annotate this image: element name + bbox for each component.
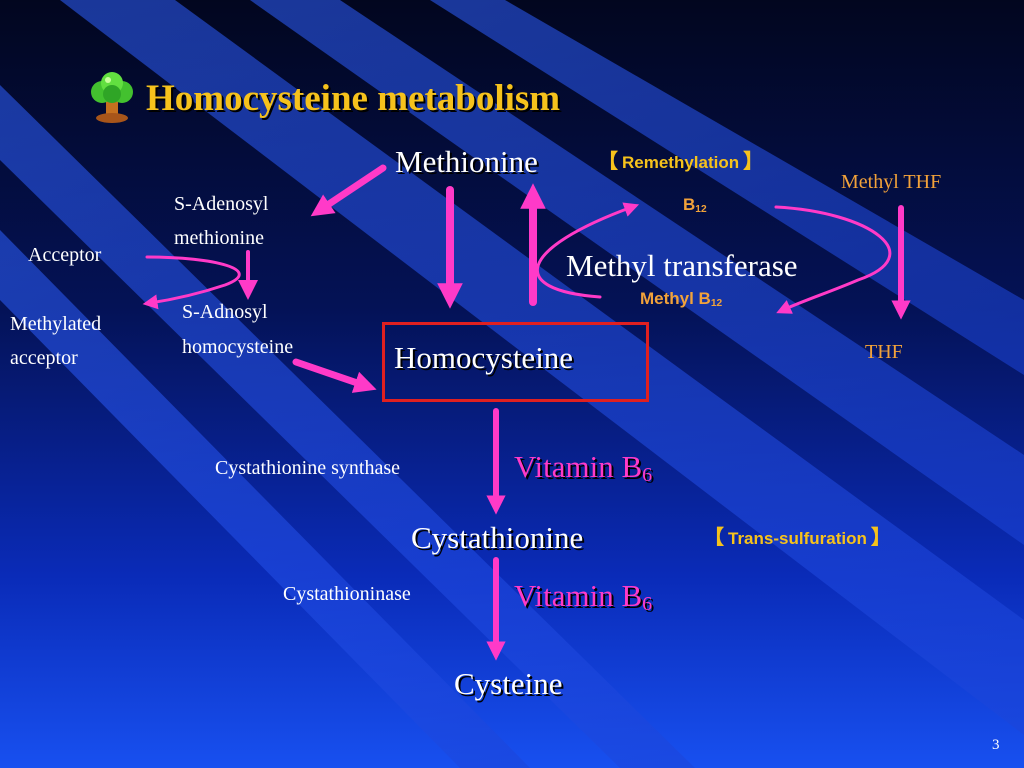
- sah-label-1: S-Adnosyl: [182, 301, 268, 323]
- vitamin-b6-label-2: Vitamin B6: [514, 578, 653, 616]
- homocysteine-box: [382, 322, 649, 402]
- arrow-sah-to-homocysteine: [292, 358, 377, 393]
- remethylation-label: 【 Remethylation 】: [598, 151, 764, 173]
- trans-sulfuration-label: 【 Trans-sulfuration 】: [704, 527, 891, 549]
- node-cysteine: Cysteine: [454, 666, 563, 701]
- node-methionine: Methionine: [395, 144, 538, 179]
- arrow-acceptor-curve: [142, 255, 241, 310]
- methyl-b12-label: Methyl B12: [640, 289, 723, 310]
- cystathionine-synthase-label: Cystathionine synthase: [215, 457, 400, 479]
- sah-label-2: homocysteine: [182, 336, 294, 358]
- cystathioninase-label: Cystathioninase: [283, 583, 411, 605]
- arrow-methionine-to-sam: [310, 164, 387, 217]
- arrow-b12-curve: [536, 202, 640, 299]
- arrow-mthf-curve: [774, 205, 892, 314]
- tree-icon: [88, 72, 138, 128]
- acceptor-label: Acceptor: [28, 244, 102, 266]
- vitamin-b6-label-1: Vitamin B6: [514, 449, 653, 487]
- node-homocysteine: Homocysteine: [394, 340, 574, 375]
- methylated-acceptor-label-1: Methylated: [10, 313, 102, 335]
- thf-label: THF: [865, 341, 903, 363]
- node-methyl-transferase: Methyl transferase: [566, 248, 798, 283]
- sam-label-1: S-Adenosyl: [174, 193, 269, 215]
- b12-label: B12: [683, 195, 707, 216]
- page-title: Homocysteine metabolism: [146, 78, 561, 119]
- sam-label-2: methionine: [174, 227, 264, 249]
- node-cystathionine: Cystathionine: [411, 520, 584, 555]
- methylated-acceptor-label-2: acceptor: [10, 347, 78, 369]
- methyl-thf-label: Methyl THF: [841, 171, 942, 193]
- slide-number: 3: [992, 737, 1000, 753]
